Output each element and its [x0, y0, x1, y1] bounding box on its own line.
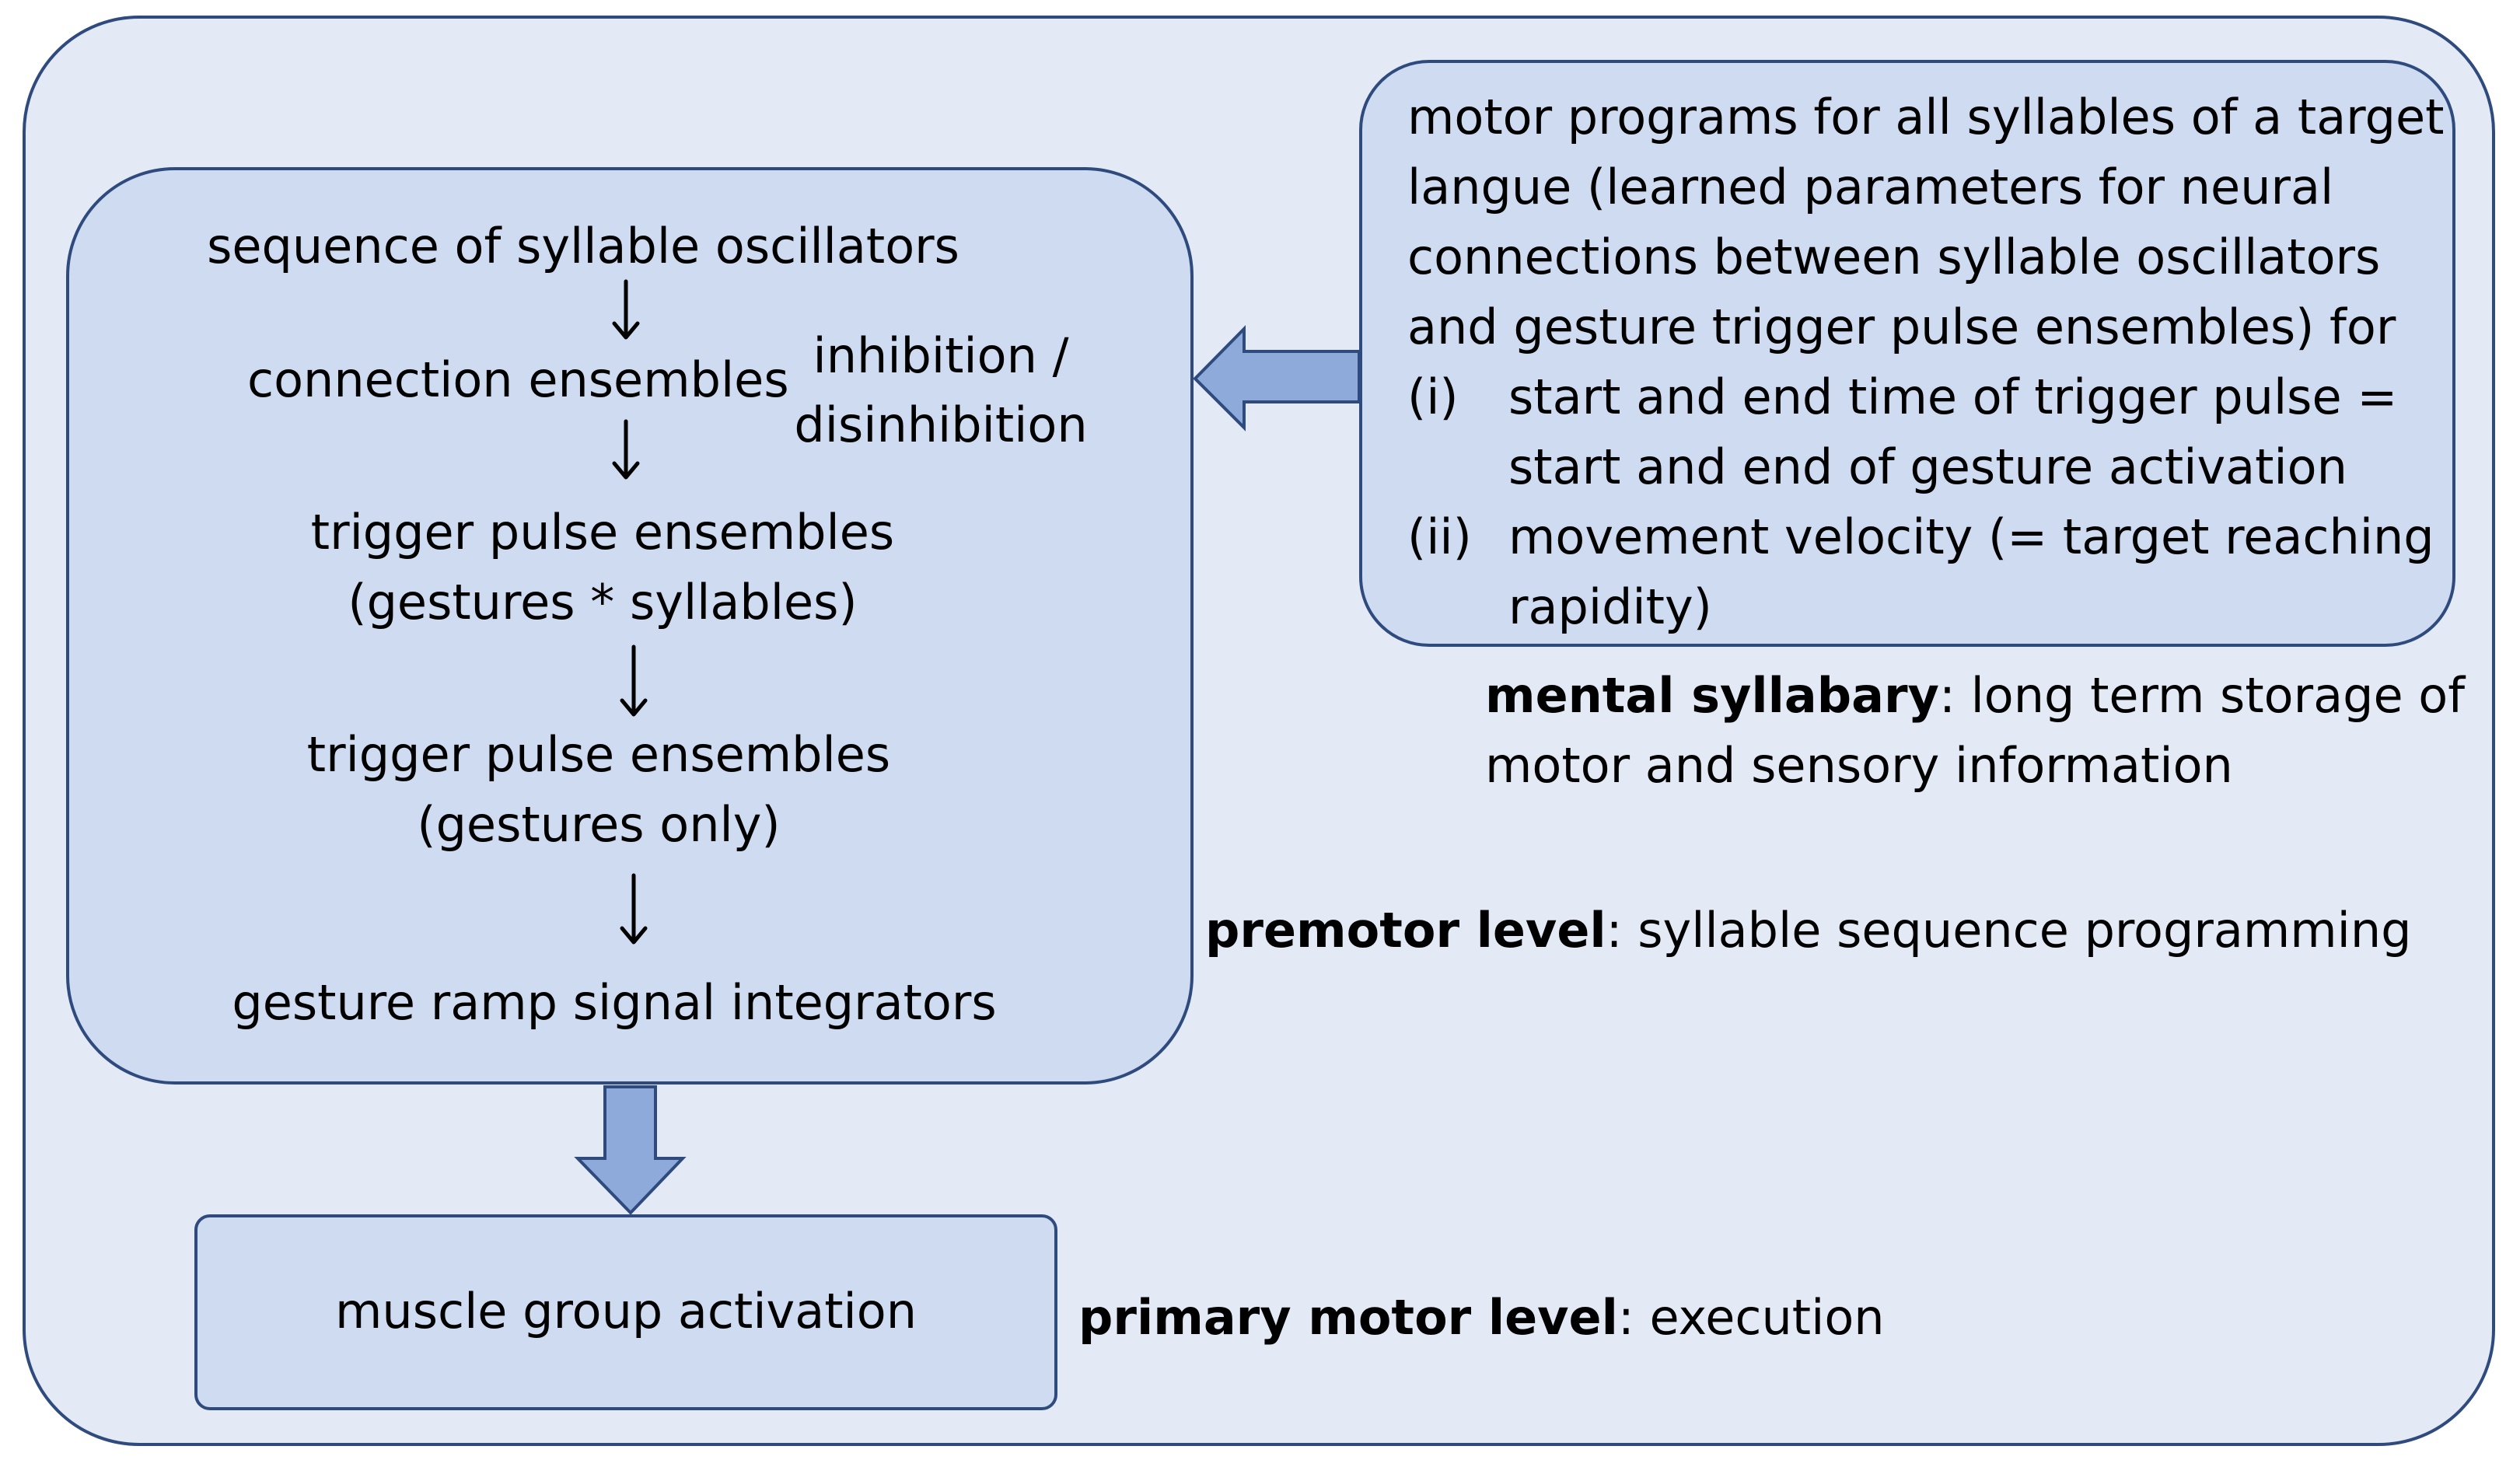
- syllabary-item-1-marker: (i): [1407, 368, 1459, 425]
- syllabary-line-3: connections between syllable oscillators: [1407, 229, 2381, 285]
- primary-motor-level-term: primary motor level: [1078, 1289, 1618, 1346]
- syllabary-item-2-marker: (ii): [1407, 508, 1472, 565]
- primary-motor-level-label: primary motor level: execution: [1078, 1283, 1885, 1353]
- flow-arrow-4: [620, 873, 648, 945]
- premotor-box: [66, 167, 1194, 1085]
- mental-syllabary-box: [1359, 60, 2455, 647]
- step-trigger-pulse-syllables-line1: trigger pulse ensembles: [310, 504, 895, 561]
- step-syllable-oscillators: sequence of syllable oscillators: [207, 218, 959, 274]
- premotor-level-term: premotor level: [1205, 902, 1606, 959]
- mental-syllabary-desc-line2: motor and sensory information: [1485, 737, 2233, 794]
- step-trigger-pulse-syllables-line2: (gestures * syllables): [348, 574, 858, 630]
- muscle-group-activation-label: muscle group activation: [335, 1283, 917, 1340]
- muscle-group-activation-box: [194, 1214, 1057, 1410]
- step-connection-ensembles: connection ensembles: [247, 351, 789, 408]
- mental-syllabary-desc-line1: : long term storage of: [1938, 667, 2466, 724]
- flow-arrow-2: [612, 419, 640, 480]
- flow-arrow-3: [620, 644, 648, 717]
- mental-syllabary-term: mental syllabary: [1485, 667, 1939, 724]
- premotor-level-label: premotor level: syllable sequence progra…: [1205, 896, 2412, 966]
- premotor-level-desc: : syllable sequence programming: [1606, 902, 2412, 959]
- inhibition-note-line1: inhibition /: [813, 327, 1069, 384]
- step-gesture-ramp-integrators: gesture ramp signal integrators: [232, 974, 997, 1031]
- step-trigger-pulse-gestures-line2: (gestures only): [417, 796, 781, 853]
- syllabary-item-2-line-1: movement velocity (= target reaching: [1508, 508, 2434, 565]
- syllabary-item-1-line-1: start and end time of trigger pulse =: [1508, 368, 2398, 425]
- syllabary-item-2-line-2: rapidity): [1508, 578, 1712, 635]
- primary-motor-level-desc: : execution: [1617, 1289, 1885, 1346]
- syllabary-line-4: and gesture trigger pulse ensembles) for: [1407, 299, 2396, 355]
- syllabary-line-1: motor programs for all syllables of a ta…: [1407, 89, 2445, 145]
- syllabary-line-2: langue (learned parameters for neural: [1407, 159, 2334, 215]
- flow-arrow-1: [612, 279, 640, 340]
- block-arrow-premotor-to-muscle: [574, 1085, 687, 1215]
- syllabary-item-1-line-2: start and end of gesture activation: [1508, 438, 2347, 495]
- mental-syllabary-label: mental syllabary: long term storage of: [1485, 661, 2465, 731]
- step-trigger-pulse-gestures-line1: trigger pulse ensembles: [306, 726, 891, 783]
- inhibition-note-line2: disinhibition: [794, 396, 1088, 453]
- block-arrow-syllabary-to-premotor: [1193, 325, 1361, 431]
